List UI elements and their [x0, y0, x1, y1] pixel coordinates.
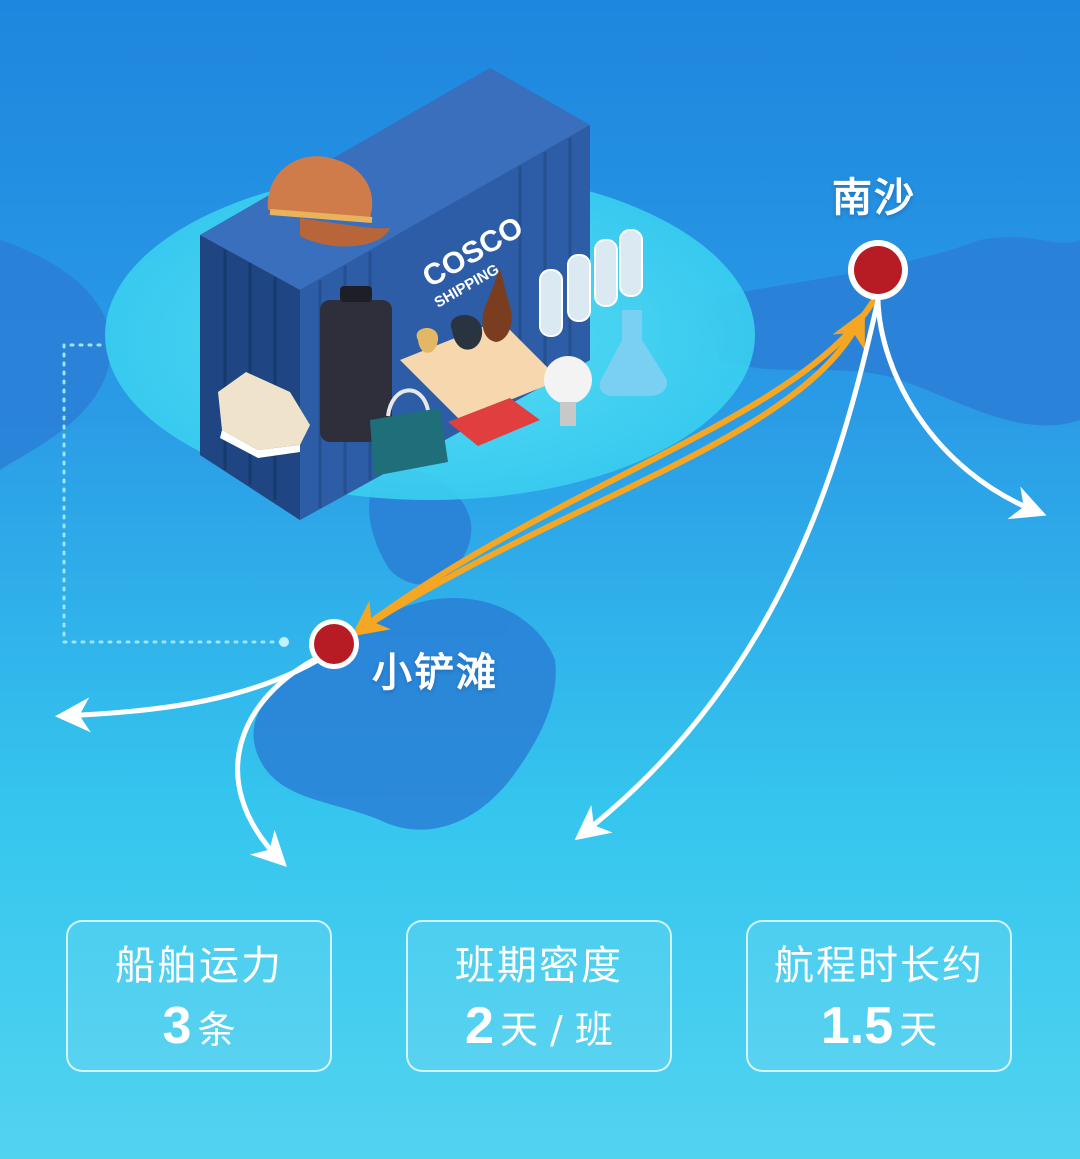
- stat-unit: 天: [899, 1008, 938, 1052]
- mat-icon: [400, 320, 560, 446]
- route-xiaochantan-nansha: [358, 310, 865, 633]
- dotted-connector: [62, 343, 284, 644]
- route-nansha-south: [574, 299, 881, 841]
- stat-title: 班期密度: [455, 943, 623, 989]
- flask-icon: [599, 310, 667, 396]
- stat-value: 3: [162, 997, 192, 1055]
- vase-icon: [416, 268, 512, 353]
- port-marker-nansha: [848, 240, 908, 300]
- port-marker-xiaochantan: [309, 619, 359, 669]
- route-nansha-east: [875, 299, 1047, 520]
- stat-value: 1.5: [820, 997, 894, 1055]
- stat-value: 2: [465, 997, 494, 1055]
- port-label-xiaochantan: 小铲滩: [372, 650, 498, 696]
- suitcase-icon: [320, 286, 392, 442]
- stat-title: 船舶运力: [115, 943, 283, 989]
- routes: [55, 298, 1047, 867]
- stat-title: 航程时长约: [774, 943, 984, 989]
- port-label-nansha: 南沙: [832, 175, 916, 221]
- light-bulb-icon: [544, 356, 592, 426]
- sneaker-icon: [218, 372, 310, 458]
- stat-unit: 条: [197, 1008, 236, 1052]
- handbag-icon: [370, 388, 448, 476]
- cargo-items: [218, 156, 667, 476]
- cap-icon: [267, 156, 390, 247]
- route-xiaochantan-south: [235, 647, 335, 867]
- test-tube-icon: [539, 229, 643, 337]
- stat-unit: 天 / 班: [499, 1008, 613, 1052]
